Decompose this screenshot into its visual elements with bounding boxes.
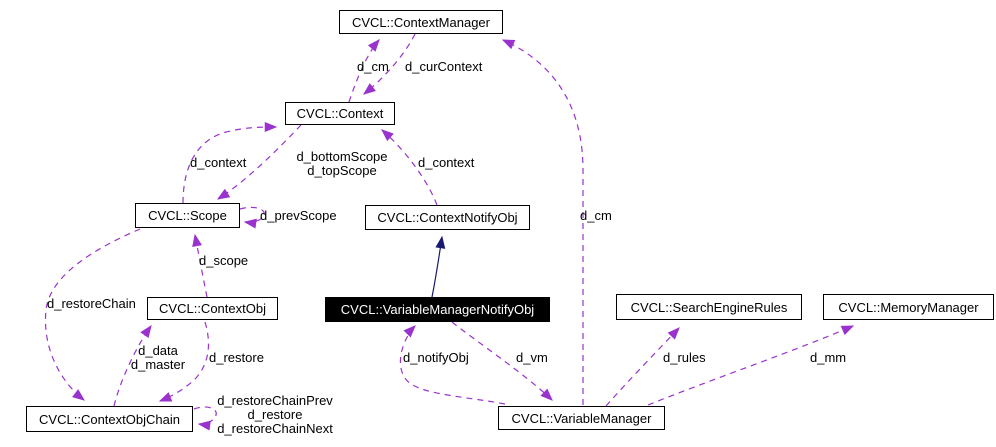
edge-label-d-restore: d_restore xyxy=(209,350,264,365)
edge-context-to-scope-d-bottomscope-d-topscope xyxy=(216,124,302,200)
edge-label-d-mm: d_mm xyxy=(810,350,847,365)
edge-label-d-data-d-master: d_data d_master xyxy=(127,344,189,372)
node-cvcl-contextobjchain[interactable]: CVCL::ContextObjChain xyxy=(26,406,193,432)
edge-contextobjchain-to-contextobj-d-data-d-master xyxy=(113,324,152,407)
node-cvcl-contextnotifyobj[interactable]: CVCL::ContextNotifyObj xyxy=(365,205,530,230)
edge-scope-to-contextobjchain-d-restorechain xyxy=(44,228,141,401)
edge-label-d-restorechain: d_restoreChain xyxy=(47,296,136,311)
edge-contextnotifyobj-to-context-d-context xyxy=(381,129,438,206)
edge-label-d-prevscope: d_prevScope xyxy=(260,208,337,223)
edge-label-d-cm-top: d_cm xyxy=(357,59,389,74)
edge-label-d-notifyobj: d_notifyObj xyxy=(403,350,469,365)
edge-label-d-master: d_master xyxy=(130,357,186,372)
node-cvcl-context[interactable]: CVCL::Context xyxy=(285,102,395,125)
node-cvcl-memorymanager[interactable]: CVCL::MemoryManager xyxy=(823,294,994,320)
edge-label-d-restorechainnext: d_restoreChainNext xyxy=(217,421,333,436)
edge-label-d-bottomscope-d-topscope: d_bottomScope d_topScope xyxy=(293,150,391,178)
edge-label-contextobjchain-self: d_restoreChainPrev d_restore d_restoreCh… xyxy=(214,394,336,436)
node-cvcl-searchenginerules[interactable]: CVCL::SearchEngineRules xyxy=(616,294,802,320)
edge-label-d-context-left: d_context xyxy=(190,155,247,170)
node-cvcl-variablemanager[interactable]: CVCL::VariableManager xyxy=(498,406,665,430)
edge-label-d-restore-self: d_restore xyxy=(247,407,303,422)
edge-label-d-scope: d_scope xyxy=(199,253,249,268)
edge-label-d-vm: d_vm xyxy=(516,350,548,365)
edge-label-d-context-right: d_context xyxy=(418,155,475,170)
edge-inheritance-vmnotifyobj-to-contextnotifyobj xyxy=(431,235,446,298)
edge-contextobjchain-self-loop xyxy=(193,406,217,431)
edge-label-d-curcontext: d_curContext xyxy=(405,59,483,74)
edge-scope-self-d-prevscope xyxy=(239,206,265,229)
edge-vmnotifyobj-to-variablemanager-d-vm xyxy=(451,321,553,401)
edge-label-d-cm-right: d_cm xyxy=(580,208,612,223)
edge-label-d-data: d_data xyxy=(138,343,178,358)
edge-scope-to-context-d-context xyxy=(182,122,278,204)
edge-variablemanager-to-vmnotifyobj-d-notifyobj xyxy=(399,325,506,405)
node-cvcl-contextobj[interactable]: CVCL::ContextObj xyxy=(147,297,278,320)
node-cvcl-variablemanagernotifyobj-current: CVCL::VariableManagerNotifyObj xyxy=(325,297,550,322)
edge-label-d-topscope: d_topScope xyxy=(307,163,377,178)
edge-variablemanager-to-contextmanager-d-cm xyxy=(501,39,584,405)
node-cvcl-contextmanager[interactable]: CVCL::ContextManager xyxy=(339,10,503,34)
edge-label-d-bottomscope: d_bottomScope xyxy=(296,149,388,164)
edge-variablemanager-to-memorymanager-d-mm xyxy=(647,325,855,406)
edge-label-d-restorechainprev: d_restoreChainPrev xyxy=(217,393,333,408)
edge-contextobj-to-scope-d-scope xyxy=(192,233,208,298)
edge-contextobj-to-contextobjchain-d-restore xyxy=(158,321,210,402)
node-cvcl-scope[interactable]: CVCL::Scope xyxy=(135,203,240,228)
edge-label-d-rules: d_rules xyxy=(663,350,706,365)
edge-context-to-contextmanager-d-cm xyxy=(348,39,380,103)
edge-variablemanager-to-searchenginerules-d-rules xyxy=(605,327,680,407)
